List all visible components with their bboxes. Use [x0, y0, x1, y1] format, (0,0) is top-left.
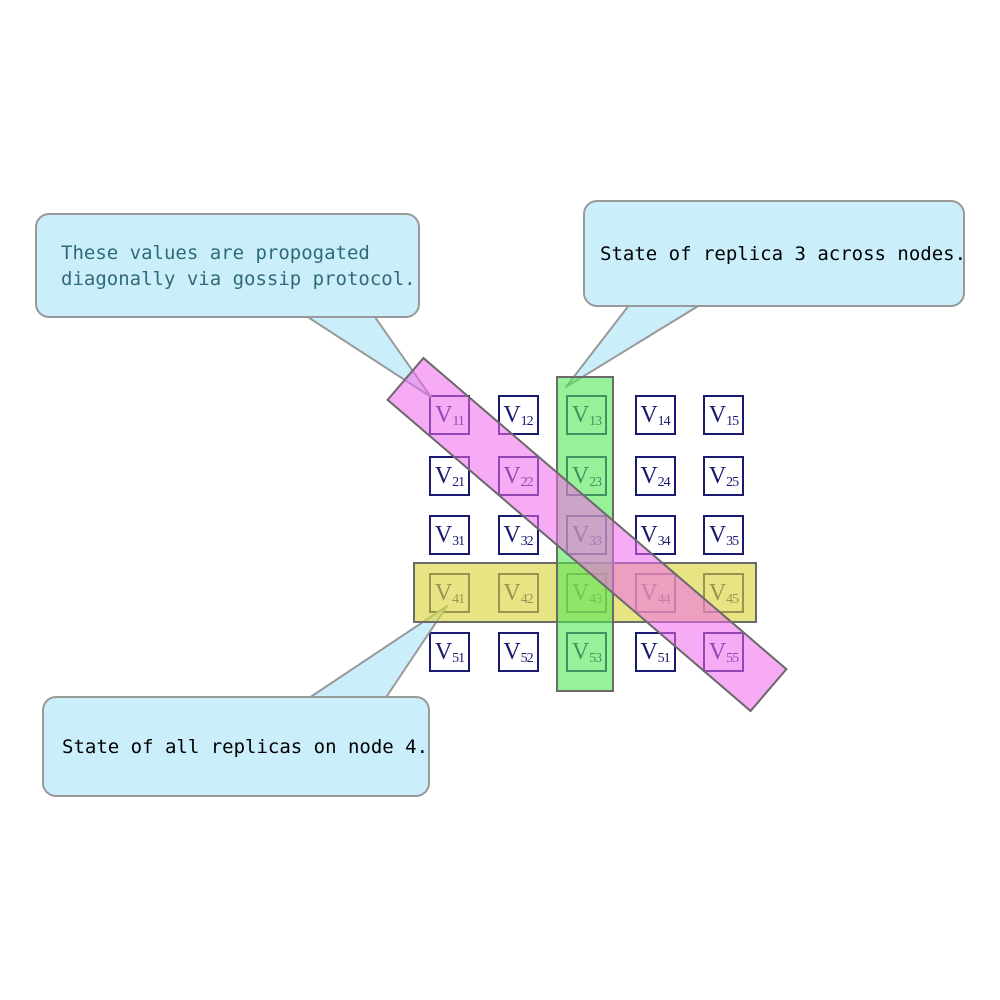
cell-base-letter: V: [640, 639, 658, 665]
cell-base-letter: V: [434, 639, 453, 665]
cell-base-letter: V: [434, 521, 453, 548]
gossip-callout: These values are propogated diagonally v…: [35, 213, 420, 318]
node4-callout: State of all replicas on node 4.: [42, 696, 430, 797]
cell-subscript: 34: [657, 533, 671, 549]
cell-base-letter: V: [503, 639, 521, 665]
cell-subscript: 12: [520, 414, 534, 429]
replica-callout-tail: [565, 299, 709, 388]
cell-subscript: 51: [452, 651, 465, 666]
cell-subscript: 25: [726, 475, 739, 490]
cell-subscript: 24: [657, 475, 671, 490]
cell-subscript: 51: [657, 651, 671, 666]
node4-callout-line1: State of all replicas on node 4.: [62, 735, 429, 758]
cell-base-letter: V: [503, 521, 521, 548]
cell-subscript: 32: [520, 533, 534, 549]
cell-base-letter: V: [503, 402, 521, 428]
cell-subscript: 15: [726, 414, 739, 429]
cell-base-letter: V: [640, 402, 658, 428]
cell-base-letter: V: [434, 463, 453, 489]
cell-subscript: 35: [726, 533, 739, 549]
cell-subscript: 21: [452, 475, 465, 490]
gossip-callout-line2: diagonally via gossip protocol.: [61, 267, 416, 290]
cell-base-letter: V: [708, 521, 727, 548]
replica-callout-line1: State of replica 3 across nodes.: [600, 242, 967, 265]
cell-subscript: 52: [520, 651, 534, 666]
gossip-callout-line1: These values are propogated: [61, 241, 370, 264]
cell-base-letter: V: [640, 463, 658, 489]
cell-subscript: 14: [657, 414, 671, 429]
cell-base-letter: V: [640, 521, 658, 548]
replica-callout: State of replica 3 across nodes.: [583, 200, 967, 307]
cell-base-letter: V: [708, 402, 727, 428]
cell-subscript: 31: [452, 533, 465, 549]
cell-base-letter: V: [708, 463, 727, 489]
